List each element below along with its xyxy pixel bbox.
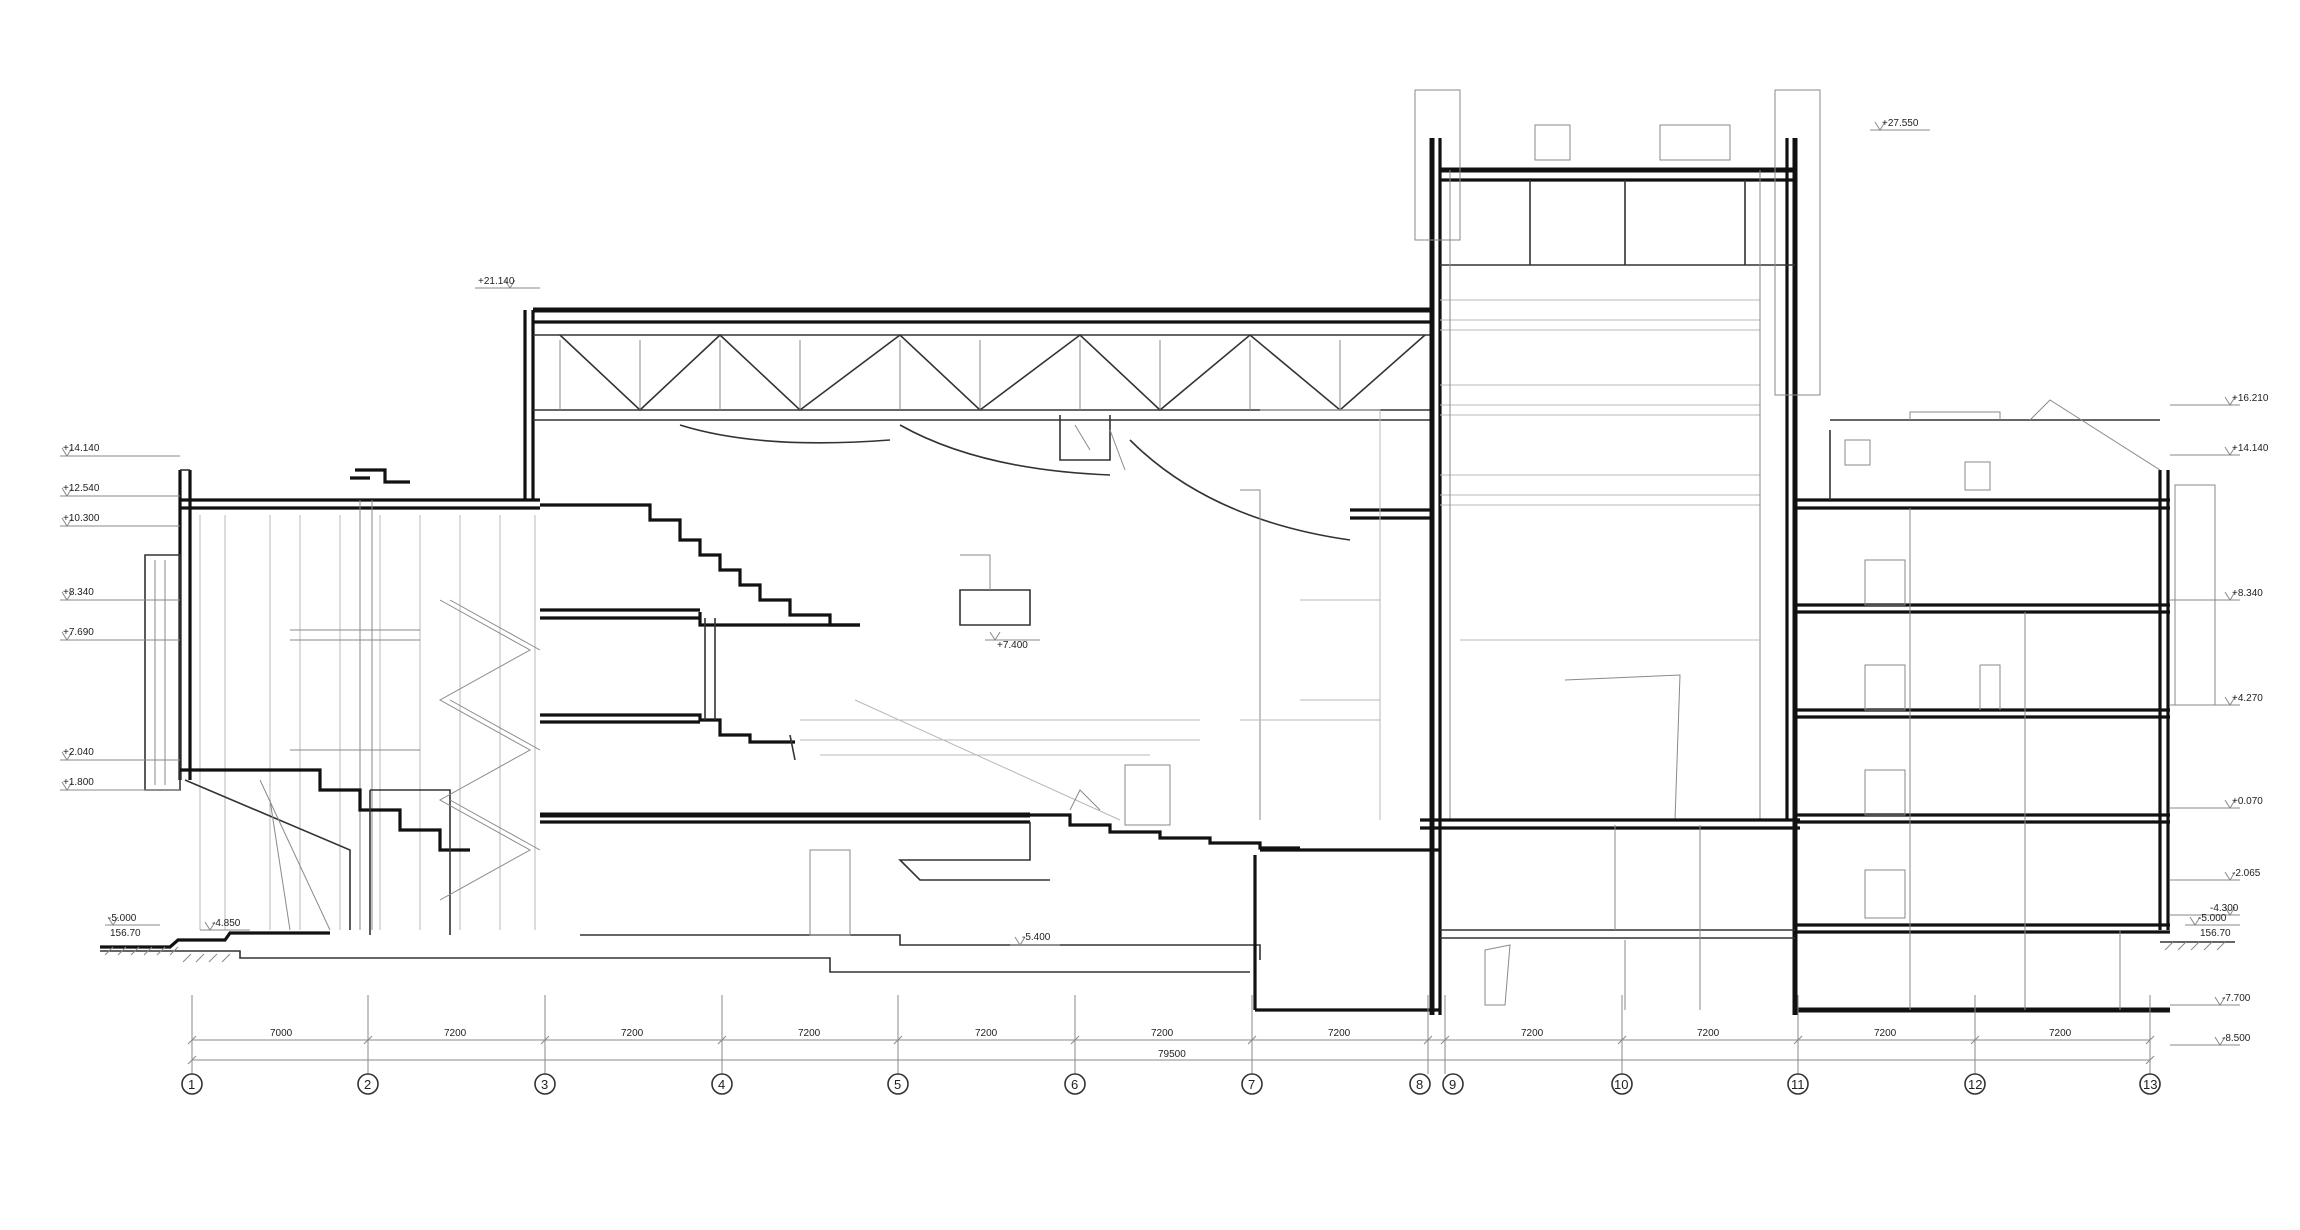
entry-level: -4.850 — [212, 918, 241, 929]
balcony-level: +7.400 — [997, 640, 1028, 651]
span-dimension: 7200 — [2049, 1028, 2072, 1039]
level-mark-left: +7.690 — [63, 627, 94, 638]
span-dimension: 7200 — [1521, 1028, 1544, 1039]
level-mark-right: +14.140 — [2232, 443, 2269, 454]
level-mark-right: -2.065 — [2232, 868, 2261, 879]
level-marks-right: +16.210 +14.140 +8.340 +4.270 +0.070 -2.… — [2170, 393, 2269, 916]
roof-top-level: +27.550 — [1882, 118, 1919, 129]
span-dimension: 7200 — [1697, 1028, 1720, 1039]
foyer-block — [144, 468, 541, 935]
level-marks-left: +14.140 +12.540 +10.300 +8.340 +7.690 +2… — [60, 443, 180, 791]
right-block — [1795, 399, 2216, 1013]
total-span-dimension: 79500 — [1158, 1049, 1186, 1060]
axis-label: 2 — [364, 1077, 371, 1092]
stalls-level: -5.400 — [1022, 932, 1051, 943]
axis-label: 5 — [894, 1077, 901, 1092]
axis-label: 4 — [718, 1077, 725, 1092]
level-mark-right: +4.270 — [2232, 693, 2263, 704]
fly-tower — [1253, 89, 1821, 1015]
truss-level: +21.140 — [478, 276, 515, 287]
level-mark-left: +2.040 — [63, 747, 94, 758]
axis-label: 13 — [2143, 1077, 2157, 1092]
axis-label: 1 — [188, 1077, 195, 1092]
ground-level-right: -5.000 — [2198, 913, 2227, 924]
axis-label: 3 — [541, 1077, 548, 1092]
level-mark-left: +10.300 — [63, 513, 100, 524]
ground-abs-right: 156.70 — [2200, 928, 2231, 939]
level-mark-right: +8.340 — [2232, 588, 2263, 599]
grid-axes: 1 2 3 4 5 6 7 8 9 10 11 12 13 — [181, 1070, 2161, 1095]
span-dimension: 7200 — [444, 1028, 467, 1039]
ground-level-left: -5.000 — [108, 913, 137, 924]
ground-abs-left: 156.70 — [110, 928, 141, 939]
level-mark-right: -4.300 — [2210, 903, 2239, 914]
span-dimension: 7000 — [270, 1028, 293, 1039]
span-dimension: 7200 — [1151, 1028, 1174, 1039]
level-mark-right: +0.070 — [2232, 796, 2263, 807]
axis-label: 10 — [1614, 1077, 1628, 1092]
level-marks-other: +27.550 +21.140 +7.400 -5.400 -4.850 -5.… — [105, 118, 2251, 1046]
ground-line — [100, 931, 2235, 973]
axis-label: 12 — [1968, 1077, 1982, 1092]
level-mark-left: +12.540 — [63, 483, 100, 494]
axis-label: 6 — [1071, 1077, 1078, 1092]
span-dimension: 7200 — [975, 1028, 998, 1039]
dimension-chain: 7000 7200 7200 7200 7200 7200 7200 7200 … — [187, 995, 2155, 1070]
auditorium-block — [523, 307, 1430, 960]
axis-label: 7 — [1248, 1077, 1255, 1092]
axis-label: 9 — [1449, 1077, 1456, 1092]
axis-label: 8 — [1416, 1077, 1423, 1092]
axis-label: 11 — [1791, 1077, 1805, 1092]
span-dimension: 7200 — [621, 1028, 644, 1039]
foundation-level: -8.500 — [2222, 1033, 2251, 1044]
span-dimension: 7200 — [1328, 1028, 1351, 1039]
level-mark-left: +8.340 — [63, 587, 94, 598]
level-mark-right: +16.210 — [2232, 393, 2269, 404]
level-mark-left: +1.800 — [63, 777, 94, 788]
span-dimension: 7200 — [798, 1028, 821, 1039]
span-dimension: 7200 — [1874, 1028, 1897, 1039]
foundation-level: -7.700 — [2222, 993, 2251, 1004]
level-mark-left: +14.140 — [63, 443, 100, 454]
